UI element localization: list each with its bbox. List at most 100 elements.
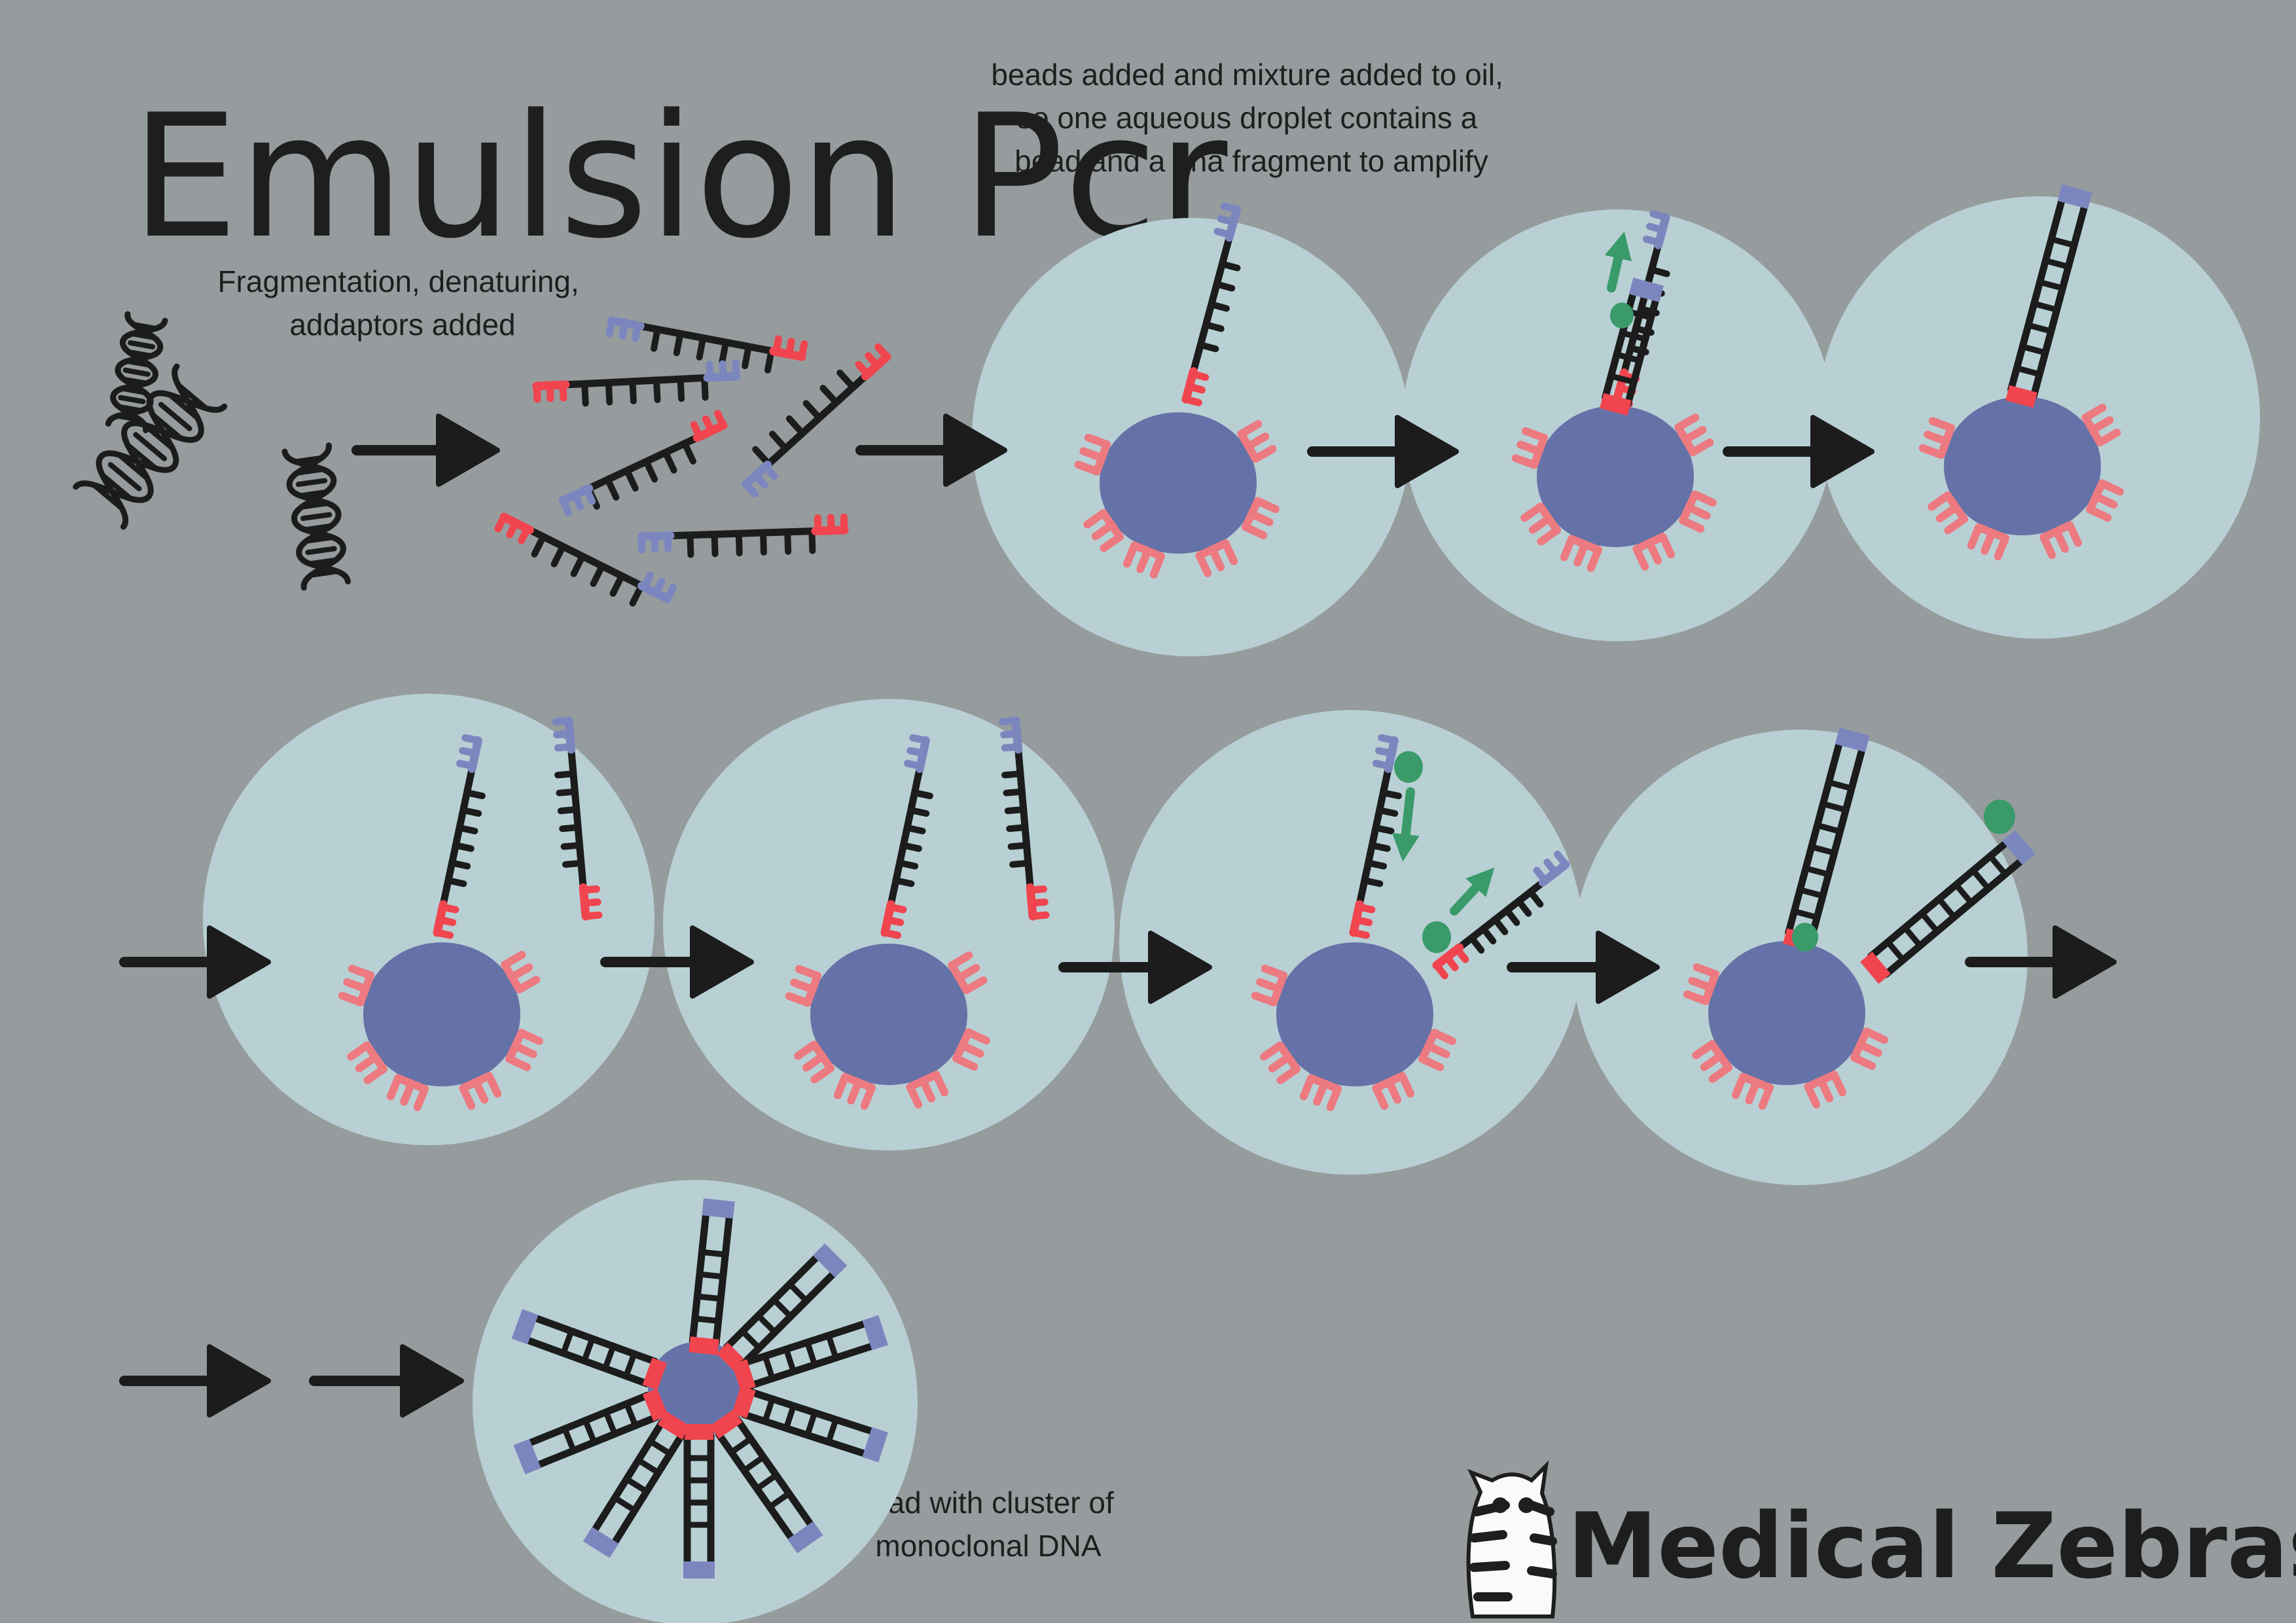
free-strand	[999, 716, 1050, 921]
ladder-rung	[603, 1411, 618, 1435]
primer-tooth	[1918, 444, 1945, 459]
cluster-strand	[513, 1388, 668, 1474]
primer-tooth	[906, 1082, 923, 1109]
primer-tooth	[1261, 965, 1288, 980]
helix-rung	[122, 367, 151, 377]
primer-tooth	[1967, 523, 1983, 550]
ladder-end-adaptor	[1835, 727, 1870, 753]
ladder-end-adaptor	[702, 1198, 735, 1219]
strand-base	[1365, 859, 1388, 870]
dna-fragment	[605, 316, 808, 374]
ladder-rung	[2022, 344, 2047, 356]
double-strand	[2005, 184, 2092, 408]
primer-tooth	[810, 1064, 835, 1084]
double-strand	[1783, 727, 1870, 952]
bead	[1276, 942, 1433, 1086]
ladder-rung	[755, 1472, 778, 1491]
fragment-adaptor-right	[769, 335, 808, 361]
dna-fragment	[494, 512, 677, 607]
primer-tooth	[505, 1055, 531, 1071]
adaptor-tooth	[559, 497, 572, 516]
helix-rung	[107, 462, 142, 491]
cluster-strand	[583, 1411, 691, 1558]
ladder-rung	[2027, 322, 2052, 334]
ladder-rung	[742, 1454, 766, 1473]
ladder-base-adaptor	[709, 1409, 743, 1439]
strand-base	[1006, 824, 1029, 832]
helix-rung	[302, 523, 334, 533]
fragment-base	[785, 415, 806, 437]
dna-helices	[73, 311, 351, 591]
ladder-rung	[2039, 279, 2064, 291]
primer-tooth	[1084, 433, 1111, 449]
helix-rung	[297, 489, 329, 499]
fragment-base	[550, 543, 566, 567]
primer-tooth	[795, 965, 822, 980]
adaptor-tooth	[884, 916, 905, 927]
droplet	[203, 694, 655, 1145]
droplet	[1119, 710, 1584, 1175]
base-adaptor	[1349, 900, 1376, 939]
primer-tooth	[1372, 1084, 1389, 1110]
primer-tooth	[1091, 521, 1116, 541]
adaptor-tooth	[552, 717, 573, 726]
primer-tooth	[355, 1053, 380, 1073]
primer-tooth	[363, 1065, 388, 1084]
primer-tooth	[1242, 523, 1268, 539]
adaptor-tooth	[605, 317, 616, 338]
surface-primer	[1083, 509, 1124, 552]
ladder-end-adaptor	[511, 1309, 539, 1345]
strand-base	[463, 789, 486, 800]
primer-tooth	[1692, 1040, 1716, 1060]
base-adaptor	[579, 883, 603, 921]
adaptor-tooth	[886, 903, 907, 914]
ladder-rail	[747, 1388, 880, 1436]
strand-base	[556, 788, 579, 796]
ladder-rung	[2045, 257, 2070, 270]
adaptor-tooth	[554, 743, 575, 752]
ladder-rail	[1624, 292, 1660, 408]
ladder-rung	[1610, 373, 1635, 385]
ladder-rung	[624, 1476, 649, 1494]
ladder-end-adaptor	[812, 1243, 848, 1278]
step2-label-line2: so one aqueous droplet contains a	[1017, 101, 1478, 135]
fragment-base	[687, 531, 694, 558]
primer-tooth	[1208, 545, 1225, 571]
surface-primer	[2086, 479, 2124, 522]
adaptor-tooth	[559, 381, 567, 402]
surface-primer	[833, 1073, 876, 1110]
surface-primer	[1850, 1027, 1888, 1070]
primer-tooth	[1326, 1084, 1342, 1111]
primer-tooth	[1850, 1054, 1876, 1070]
adaptor-tooth	[706, 361, 714, 382]
surface-primer	[1074, 433, 1111, 476]
arrow-head	[1148, 931, 1212, 1004]
cluster-strand	[511, 1309, 668, 1391]
helix-rung	[294, 467, 326, 476]
strand-base	[911, 789, 933, 800]
surface-primer	[1260, 1041, 1301, 1084]
adaptor-tooth	[814, 514, 822, 535]
ladder-base-adaptor	[2005, 385, 2037, 408]
droplet	[663, 699, 1115, 1150]
primer-tooth	[1100, 533, 1124, 552]
adaptor-tooth	[1378, 734, 1398, 745]
end-adaptor	[903, 734, 930, 774]
arrow-icon	[119, 1344, 271, 1418]
helix-rung	[116, 404, 145, 414]
primer-tooth	[1520, 503, 1545, 522]
surface-primer	[785, 965, 822, 1007]
ladder-rung	[1616, 351, 1641, 364]
adaptor-tooth	[714, 410, 727, 429]
fragment-base	[609, 573, 625, 597]
ladder-end-adaptor	[1628, 277, 1664, 302]
helix-rung	[126, 349, 154, 359]
helix-rung	[175, 382, 209, 412]
page-title: Emulsion Pcr	[131, 79, 1229, 276]
arrow-head	[207, 925, 271, 999]
adaptor-tooth	[652, 577, 666, 597]
primer-tooth	[1928, 417, 1956, 432]
ladder-rung	[1971, 868, 1991, 891]
adaptor-tooth	[702, 415, 715, 435]
